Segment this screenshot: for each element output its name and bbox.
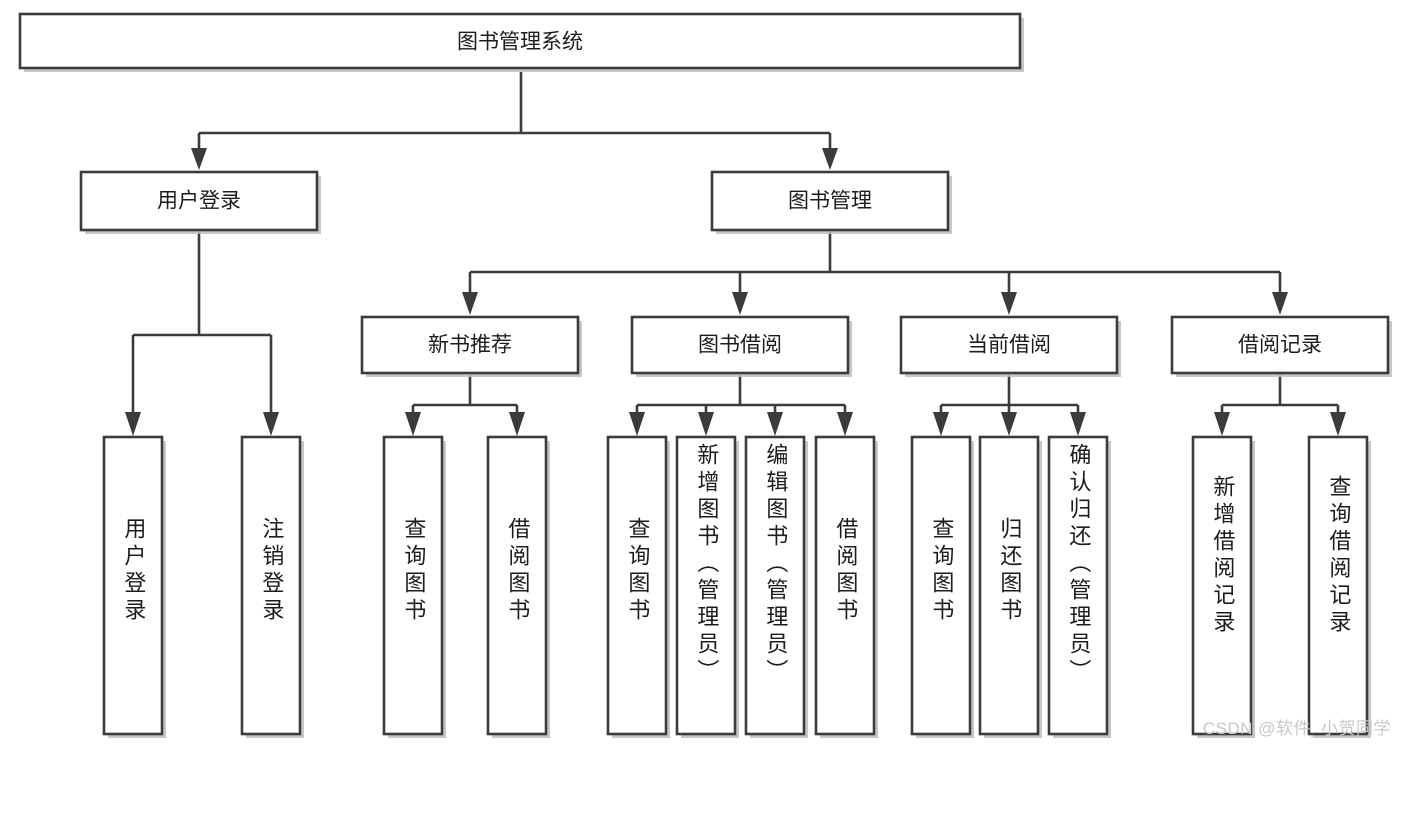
arrow-head-leaf-user-logout — [263, 412, 279, 436]
arrow-head-leaf-add-book — [698, 412, 714, 436]
node-root[interactable]: 图书管理系统 — [18, 12, 1024, 72]
node-book-management-label: 图书管理 — [788, 190, 872, 213]
node-leaf-query-book-2[interactable] — [606, 435, 670, 738]
node-root-label: 图书管理系统 — [457, 31, 583, 54]
node-user-login[interactable]: 用户登录 — [79, 170, 321, 234]
arrow-head-leaf-confirm-return — [1070, 412, 1086, 436]
node-leaf-user-login[interactable] — [102, 435, 166, 738]
node-borrow-record[interactable]: 借阅记录 — [1170, 315, 1392, 377]
node-leaf-confirm-return[interactable] — [1047, 435, 1111, 738]
node-book-borrow[interactable]: 图书借阅 — [630, 315, 852, 377]
arrow-head-book-management — [822, 148, 838, 170]
arrow-head-leaf-edit-book — [767, 412, 783, 436]
flowchart-diagram: 图书管理系统 用户登录 图书管理 新书推荐 图书借阅 当前借阅 — [18, 12, 1392, 738]
node-leaf-edit-book[interactable] — [744, 435, 808, 738]
arrow-head-book-borrow — [732, 292, 748, 315]
node-user-login-label: 用户登录 — [157, 190, 241, 213]
arrow-head-leaf-query-book-1 — [405, 412, 421, 436]
flowchart-canvas: 图书管理系统 用户登录 图书管理 新书推荐 图书借阅 当前借阅 — [18, 12, 1392, 738]
arrow-head-current-borrow — [1001, 292, 1017, 315]
node-borrow-record-label: 借阅记录 — [1238, 334, 1322, 357]
arrow-head-leaf-query-book-2 — [629, 412, 645, 436]
node-current-borrow[interactable]: 当前借阅 — [899, 315, 1121, 377]
node-leaf-borrow-book-2[interactable] — [814, 435, 878, 738]
node-new-book-recommend[interactable]: 新书推荐 — [360, 315, 582, 377]
arrow-head-leaf-query-record — [1330, 412, 1346, 436]
arrow-head-new-book-recommend — [462, 292, 478, 315]
arrow-head-leaf-borrow-book-2 — [837, 412, 853, 436]
node-new-book-recommend-label: 新书推荐 — [428, 334, 512, 357]
arrow-head-leaf-query-book-3 — [933, 412, 949, 436]
arrow-head-user-login — [191, 148, 207, 170]
node-leaf-user-logout[interactable] — [240, 435, 304, 738]
arrow-head-leaf-return-book — [1001, 412, 1017, 436]
node-leaf-return-book[interactable] — [978, 435, 1042, 738]
leaf-box-group — [102, 435, 1371, 738]
node-current-borrow-label: 当前借阅 — [967, 334, 1051, 357]
node-leaf-add-book[interactable] — [675, 435, 739, 738]
node-leaf-borrow-book-1[interactable] — [486, 435, 550, 738]
node-leaf-query-record[interactable] — [1307, 435, 1371, 738]
connector-group — [125, 72, 1346, 436]
arrow-head-leaf-borrow-book-1 — [509, 412, 525, 436]
node-leaf-query-book-1[interactable] — [382, 435, 446, 738]
arrow-head-leaf-add-record — [1214, 412, 1230, 436]
node-leaf-query-book-3[interactable] — [910, 435, 974, 738]
arrow-head-borrow-record — [1272, 292, 1288, 315]
watermark-text: CSDN @软件_小贺同学 — [1202, 719, 1391, 738]
node-book-management[interactable]: 图书管理 — [710, 170, 952, 234]
node-book-borrow-label: 图书借阅 — [698, 334, 782, 357]
arrow-head-leaf-user-login — [125, 412, 141, 436]
node-leaf-add-record[interactable] — [1191, 435, 1255, 738]
